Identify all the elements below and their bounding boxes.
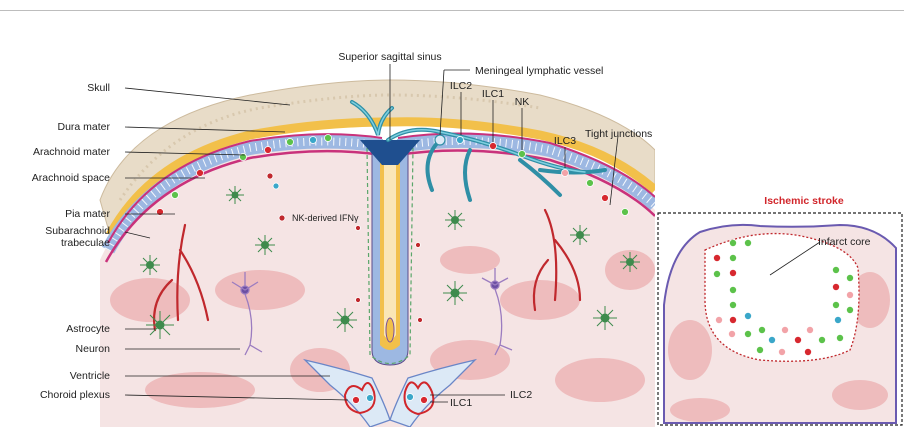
label-meningeal-lymphatic-vessel: Meningeal lymphatic vessel	[475, 65, 603, 77]
label-arachnoid-mater: Arachnoid mater	[33, 146, 111, 158]
label-nk-ifn: NK-derived IFNγ	[292, 213, 359, 223]
label-skull: Skull	[87, 82, 110, 94]
label-ilc2-top: ILC2	[450, 80, 472, 92]
label-ilc3: ILC3	[554, 135, 576, 147]
label-nk-top: NK	[515, 96, 530, 108]
label-subarachnoid-2: trabeculae	[61, 237, 110, 249]
label-ilc2-bottom: ILC2	[510, 389, 532, 401]
label-arachnoid-space: Arachnoid space	[32, 172, 110, 184]
label-choroid-plexus: Choroid plexus	[40, 389, 110, 401]
label-pia-mater: Pia mater	[65, 208, 110, 220]
label-neuron: Neuron	[76, 343, 111, 355]
label-ilc1-top: ILC1	[482, 88, 504, 100]
label-dura-mater: Dura mater	[57, 121, 110, 133]
label-infarct-core: Infarct core	[818, 236, 871, 248]
inset-title: Ischemic stroke	[764, 195, 844, 207]
label-superior-sagittal-sinus: Superior sagittal sinus	[338, 51, 441, 63]
label-subarachnoid-1: Subarachnoid	[45, 225, 110, 237]
label-astrocyte: Astrocyte	[66, 323, 110, 335]
label-ilc1-bottom: ILC1	[450, 397, 472, 409]
label-tight-junctions: Tight junctions	[585, 128, 652, 140]
label-ventricle: Ventricle	[70, 370, 110, 382]
ischemic-stroke-inset: Ischemic stroke Infarct core	[658, 195, 902, 425]
